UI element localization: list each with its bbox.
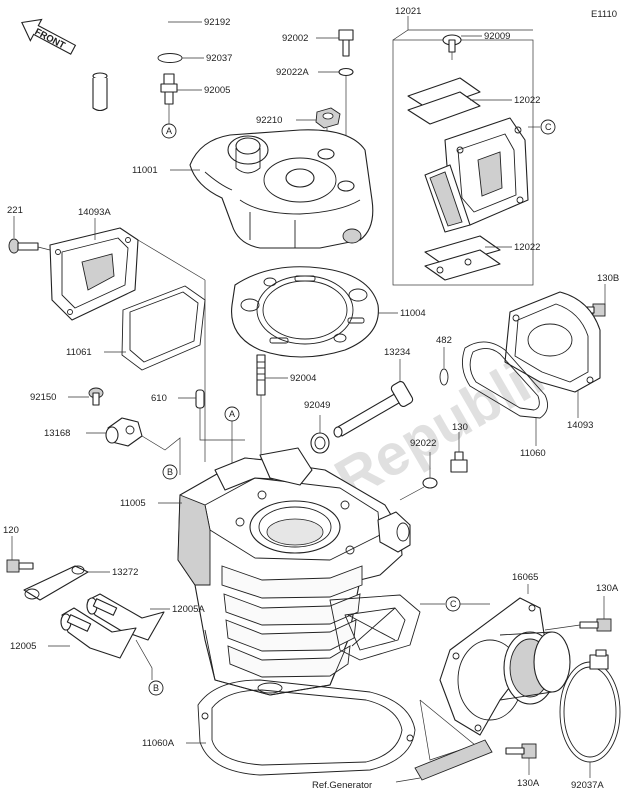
reed-stopper-lower bbox=[424, 249, 501, 281]
label-610: 610 bbox=[151, 393, 167, 404]
label-11061: 11061 bbox=[66, 347, 92, 358]
label-13234: 13234 bbox=[384, 347, 410, 358]
reed-valve-kit-box bbox=[392, 39, 534, 286]
label-92002: 92002 bbox=[282, 33, 308, 44]
exhaust-valve-12005 bbox=[60, 607, 137, 659]
head-gasket bbox=[231, 266, 379, 358]
page-code: E1110 bbox=[591, 9, 617, 20]
label-92005: 92005 bbox=[204, 85, 230, 96]
bracket-13272 bbox=[23, 565, 89, 601]
label-92009: 92009 bbox=[484, 31, 510, 42]
cylinder-head bbox=[189, 129, 374, 249]
label-92037a: 92037A bbox=[571, 780, 604, 791]
label-12005a: 12005A bbox=[172, 604, 205, 615]
bolt-92150 bbox=[88, 387, 104, 406]
exhaust-valve-12005a bbox=[86, 593, 165, 641]
reed-petal-upper bbox=[407, 91, 481, 125]
callout-c-bot: C bbox=[450, 599, 457, 609]
ref-generator-label: Ref.Generator bbox=[312, 780, 372, 791]
label-92150: 92150 bbox=[30, 392, 56, 403]
bolt-130a-top bbox=[579, 618, 612, 632]
callout-a-top: A bbox=[166, 126, 172, 136]
label-120: 120 bbox=[3, 525, 19, 536]
label-92004: 92004 bbox=[290, 373, 316, 384]
label-13272: 13272 bbox=[112, 567, 138, 578]
callout-a-mid: A bbox=[229, 409, 235, 419]
cover-gasket bbox=[121, 285, 206, 371]
hose-fitting bbox=[160, 73, 178, 105]
plug-130 bbox=[450, 451, 468, 473]
label-11004: 11004 bbox=[400, 308, 426, 319]
label-92037: 92037 bbox=[206, 53, 232, 64]
callout-b-bot: B bbox=[153, 683, 159, 693]
bolt-130a-bottom bbox=[505, 743, 537, 759]
ref-generator-bracket bbox=[414, 739, 493, 781]
cylinder bbox=[177, 447, 421, 696]
label-130b: 130B bbox=[597, 273, 619, 284]
exhaust-valve-shaft bbox=[333, 381, 414, 438]
label-11005: 11005 bbox=[120, 498, 146, 509]
oil-seal-92049 bbox=[310, 432, 330, 454]
callout-c-top: C bbox=[545, 122, 552, 132]
label-13168: 13168 bbox=[44, 428, 70, 439]
label-221: 221 bbox=[7, 205, 23, 216]
label-11001: 11001 bbox=[132, 165, 158, 176]
reed-petal-lower bbox=[424, 235, 501, 267]
callout-circle-c-top bbox=[540, 119, 556, 135]
label-12022-upper: 12022 bbox=[514, 95, 540, 106]
label-482: 482 bbox=[436, 335, 452, 346]
washer-92022a bbox=[338, 67, 354, 77]
label-92049: 92049 bbox=[304, 400, 330, 411]
screw-92009 bbox=[442, 34, 462, 53]
exhaust-valve-cover bbox=[49, 227, 139, 321]
base-gasket bbox=[197, 679, 416, 776]
label-12005: 12005 bbox=[10, 641, 36, 652]
label-11060: 11060 bbox=[520, 448, 546, 459]
hose-clamp bbox=[157, 53, 183, 63]
bolt-221 bbox=[8, 238, 39, 254]
label-14093a: 14093A bbox=[78, 207, 111, 218]
label-130a-top: 130A bbox=[596, 583, 619, 594]
label-11060a: 11060A bbox=[142, 738, 175, 749]
label-130a-bottom: 130A bbox=[517, 778, 540, 789]
label-12022-lower: 12022 bbox=[514, 242, 540, 253]
head-bolt-92002 bbox=[338, 29, 354, 57]
washer-92022 bbox=[422, 477, 438, 489]
label-12021: 12021 bbox=[395, 6, 421, 17]
front-label: FRONT bbox=[33, 26, 67, 51]
label-14093: 14093 bbox=[567, 420, 593, 431]
label-92022: 92022 bbox=[410, 438, 436, 449]
cover-gasket-right bbox=[461, 341, 549, 419]
lever-13168 bbox=[105, 417, 143, 447]
bolt-120 bbox=[6, 559, 34, 573]
reed-cage bbox=[424, 117, 529, 233]
stud-bolt-92004 bbox=[256, 354, 266, 396]
coolant-hose bbox=[92, 15, 168, 112]
label-92192: 92192 bbox=[204, 17, 230, 28]
exhaust-valve-cover-right bbox=[504, 291, 601, 393]
intake-manifold bbox=[439, 597, 571, 736]
o-ring-482 bbox=[439, 368, 449, 386]
dowel-pin-610 bbox=[195, 389, 205, 409]
label-130: 130 bbox=[452, 422, 468, 433]
callout-circle-a bbox=[161, 123, 177, 139]
label-92210: 92210 bbox=[256, 115, 282, 126]
label-92022a: 92022A bbox=[276, 67, 309, 78]
callout-b-mid: B bbox=[167, 467, 173, 477]
callout-circle-b-bot bbox=[148, 680, 164, 696]
callout-circle-b-mid bbox=[162, 464, 178, 480]
label-16065: 16065 bbox=[512, 572, 538, 583]
front-arrow-icon bbox=[21, 18, 77, 55]
nut-92210 bbox=[315, 107, 341, 129]
